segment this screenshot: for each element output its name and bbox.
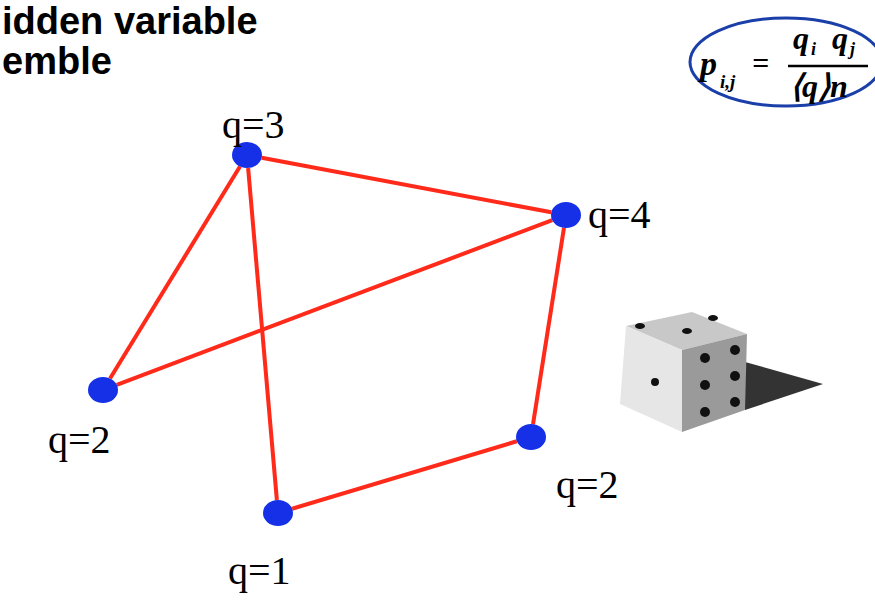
vertex-label: q=2: [556, 465, 619, 505]
vertex-dot: q=4: [551, 202, 581, 228]
graph-edge: [262, 158, 552, 212]
die-icon: [620, 312, 823, 432]
vertex-dot: q=2: [516, 424, 546, 450]
title-fragment: emble: [2, 42, 112, 80]
graph-edge: [533, 228, 564, 424]
vertex-dot: q=3: [232, 142, 262, 168]
graph-edge: [292, 441, 517, 508]
formula-symbol: q: [793, 22, 809, 54]
vertex-dot: q=1: [263, 500, 293, 526]
vertex-label: q=3: [222, 105, 285, 145]
graph-edge: [117, 220, 553, 385]
vertex-label: q=1: [228, 551, 291, 591]
formula-symbol: =: [752, 48, 769, 78]
formula-subscript: i: [811, 40, 816, 58]
formula-subscript: i,j: [720, 72, 735, 91]
vertex-dot: q=2: [88, 377, 118, 403]
formula-subscript: j: [850, 40, 855, 58]
vertex-label: q=2: [48, 420, 111, 460]
formula-symbol: p: [700, 47, 717, 81]
title-fragment: idden variable: [2, 2, 258, 40]
formula-ellipse: [690, 18, 875, 106]
fraction-bar: [788, 65, 868, 68]
vertex-label: q=4: [588, 195, 651, 235]
formula-symbol: q: [832, 22, 848, 54]
formula-denominator: ⟨q⟩n: [790, 70, 848, 102]
